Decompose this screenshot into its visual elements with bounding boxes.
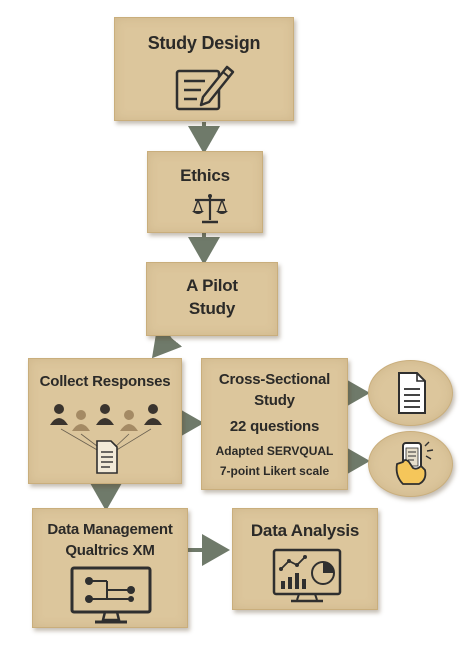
study-design-box: Study Design: [114, 17, 294, 121]
person-icon: [72, 410, 90, 431]
management-title-line2: Qualtrics XM: [65, 542, 155, 559]
dashboard-charts-icon: [272, 548, 342, 603]
cross-sectional-box: Cross-Sectional Study 22 questions Adapt…: [201, 358, 348, 490]
monitor-network-icon: [70, 566, 152, 624]
ethics-box: Ethics: [147, 151, 263, 233]
cross-detail-servqual: Adapted SERVQUAL: [215, 444, 334, 458]
people-document-icon: [50, 404, 162, 474]
document-icon: [398, 372, 426, 414]
data-management-box: Data Management Qualtrics XM: [32, 508, 188, 628]
pen-and-paper-icon: [175, 65, 235, 111]
person-icon: [96, 404, 114, 425]
analysis-title: Data Analysis: [250, 521, 360, 540]
cross-questions: 22 questions: [229, 418, 320, 435]
cross-title-line2: Study: [254, 392, 295, 409]
pilot-title-line2: Study: [188, 299, 236, 318]
person-icon: [144, 404, 162, 425]
data-analysis-box: Data Analysis: [232, 508, 378, 610]
arrow-pilot-to-collect: [151, 326, 183, 359]
document-circle: [368, 360, 453, 426]
collect-title: Collect Responses: [39, 373, 171, 390]
document-icon: [96, 440, 118, 474]
collect-responses-box: Collect Responses: [28, 358, 182, 484]
cross-detail-likert: 7-point Likert scale: [219, 464, 330, 478]
pilot-study-box: A Pilot Study: [146, 262, 278, 336]
ethics-title: Ethics: [180, 166, 230, 185]
person-icon: [120, 410, 138, 431]
cross-title-line1: Cross-Sectional: [218, 371, 331, 388]
pilot-title-line1: A Pilot: [186, 276, 238, 295]
study-design-title: Study Design: [147, 33, 261, 53]
hand-phone-icon: [395, 441, 434, 485]
scales-of-justice-icon: [192, 194, 228, 224]
management-title-line1: Data Management: [47, 521, 173, 538]
person-icon: [50, 404, 68, 425]
phone-circle: [368, 431, 453, 497]
